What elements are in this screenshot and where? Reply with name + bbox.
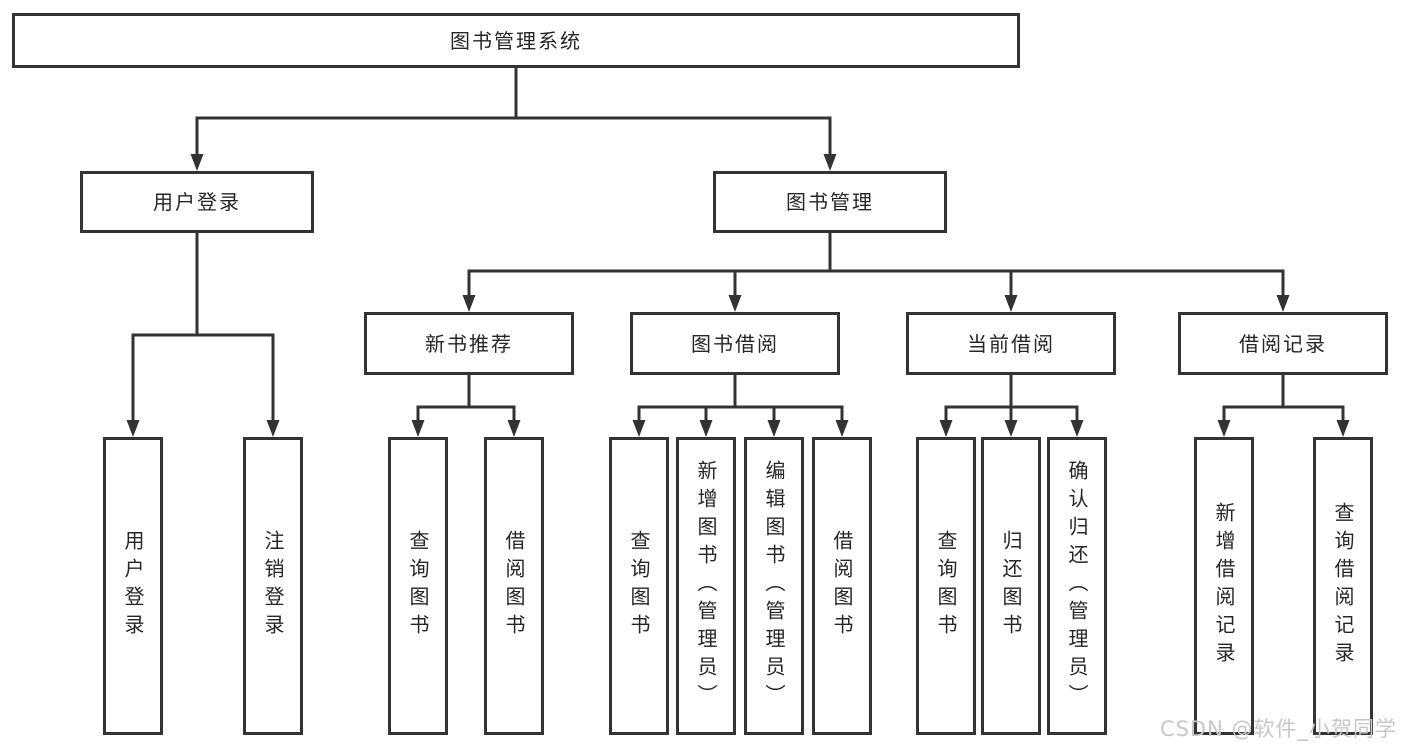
- leaf-cb-query-book: 查询图书: [916, 437, 976, 735]
- leaf-bb-query-book: 查询图书: [609, 437, 669, 735]
- node-current-borrow: 当前借阅: [906, 312, 1116, 375]
- leaf-nbr-query-book: 查询图书: [388, 437, 448, 735]
- leaf-user-login: 用户登录: [103, 437, 163, 735]
- node-root: 图书管理系统: [12, 13, 1020, 68]
- node-user-login: 用户登录: [80, 171, 314, 233]
- leaf-logout: 注销登录: [243, 437, 303, 735]
- leaf-nbr-borrow-book: 借阅图书: [484, 437, 544, 735]
- leaf-br-query-record: 查询借阅记录: [1313, 437, 1373, 735]
- leaf-bb-edit-book-admin: 编辑图书（管理员）: [744, 437, 804, 735]
- csdn-watermark: CSDN @软件_小贺同学: [1159, 717, 1397, 741]
- node-new-book-recommend: 新书推荐: [364, 312, 574, 375]
- leaf-bb-add-book-admin: 新增图书（管理员）: [676, 437, 736, 735]
- leaf-bb-borrow-book: 借阅图书: [812, 437, 872, 735]
- leaf-br-add-record: 新增借阅记录: [1194, 437, 1254, 735]
- node-borrow-records: 借阅记录: [1178, 312, 1388, 375]
- node-book-borrow: 图书借阅: [630, 312, 840, 375]
- node-book-management: 图书管理: [713, 171, 947, 233]
- leaf-cb-return-book: 归还图书: [981, 437, 1041, 735]
- leaf-cb-confirm-return-admin: 确认归还（管理员）: [1047, 437, 1107, 735]
